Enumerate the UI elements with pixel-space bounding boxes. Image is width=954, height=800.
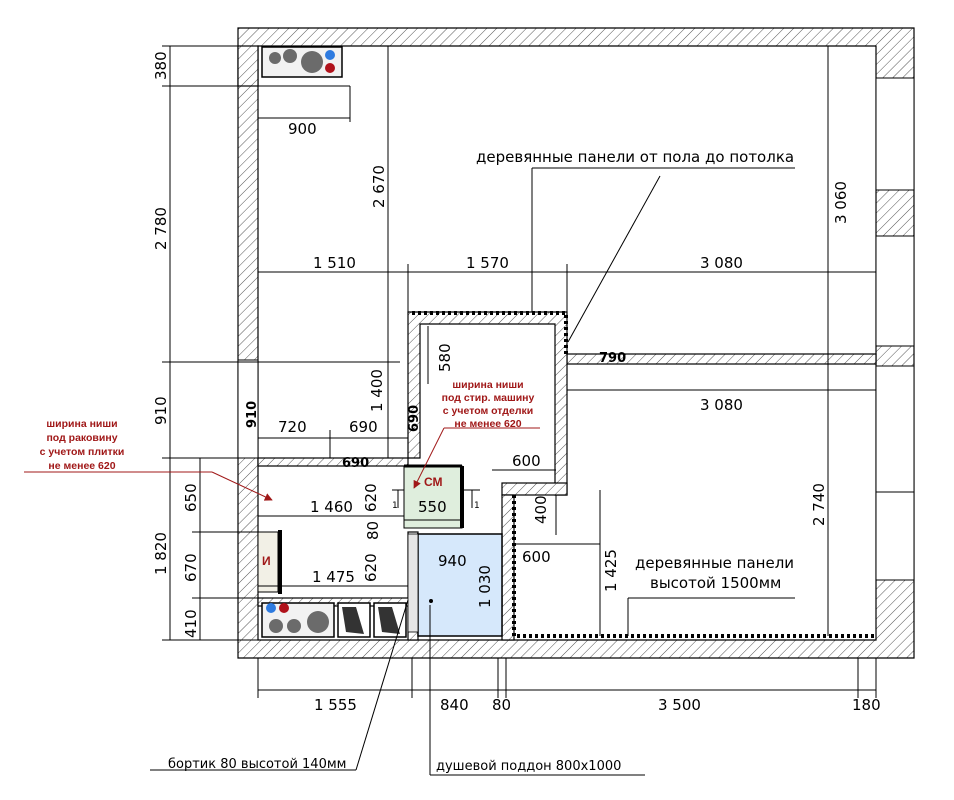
dim-910: 910 bbox=[152, 396, 170, 425]
burner bbox=[269, 619, 283, 633]
label-wood-1500-line1: деревянные панели bbox=[635, 554, 794, 572]
label-wood-1500-line2: высотой 1500мм bbox=[650, 574, 781, 592]
dim-1820: 1 820 bbox=[152, 532, 170, 575]
bathroom-wall-top bbox=[407, 311, 568, 496]
burner bbox=[287, 619, 301, 633]
right-step bbox=[501, 482, 568, 496]
dim-620-top: 620 bbox=[362, 483, 380, 512]
section-mark-1b: 1 bbox=[474, 501, 480, 511]
dim-620-bot: 620 bbox=[362, 553, 380, 582]
bath-left-horizontal bbox=[257, 457, 409, 467]
burner bbox=[301, 51, 323, 73]
dim-3080-mid: 3 080 bbox=[700, 396, 743, 414]
shower-tray bbox=[417, 533, 503, 637]
burner-red bbox=[279, 603, 289, 613]
dim-80-bottom: 80 bbox=[492, 696, 511, 714]
dim-600-top: 600 bbox=[512, 452, 541, 470]
dim-1030: 1 030 bbox=[476, 565, 494, 608]
dim-1475: 1 475 bbox=[312, 568, 355, 586]
dim-940: 940 bbox=[438, 552, 467, 570]
label-tray: душевой поддон 800х1000 bbox=[436, 759, 621, 774]
washing-machine bbox=[403, 465, 463, 529]
dim-840: 840 bbox=[440, 696, 469, 714]
dim-1460: 1 460 bbox=[310, 498, 353, 516]
dim-580: 580 bbox=[436, 343, 454, 372]
label-border: бортик 80 высотой 140мм bbox=[168, 757, 346, 772]
dimension-lines bbox=[24, 45, 877, 776]
dim-690-bold-h: 690 bbox=[342, 456, 369, 471]
outer-wall bbox=[237, 27, 915, 659]
top-left-wall-block bbox=[237, 45, 259, 87]
sink-label: И bbox=[262, 554, 271, 568]
note-sink-line: с учетом плитки bbox=[40, 446, 125, 458]
dim-1570: 1 570 bbox=[466, 254, 509, 272]
burner bbox=[269, 52, 281, 64]
dim-550: 550 bbox=[418, 498, 447, 516]
walls bbox=[237, 27, 915, 659]
note-sink-niche: ширина ниши под раковину с учетом плитки… bbox=[40, 418, 125, 472]
burner bbox=[283, 49, 297, 63]
annotations: деревянные панели от пола до потолка дер… bbox=[40, 148, 794, 774]
burner-red bbox=[325, 63, 335, 73]
wood-panel-1500-line bbox=[512, 495, 876, 638]
dim-1400: 1 400 bbox=[368, 369, 386, 412]
fixtures: И СМ 1 1 bbox=[257, 46, 876, 638]
dim-1425: 1 425 bbox=[602, 549, 620, 592]
dim-690-bold-v: 690 bbox=[407, 405, 422, 432]
dim-910-bold: 910 bbox=[245, 401, 260, 428]
wm-label: СМ bbox=[424, 475, 443, 489]
dim-650: 650 bbox=[182, 483, 200, 512]
note-sink-line: ширина ниши bbox=[46, 418, 117, 430]
dim-380: 380 bbox=[152, 51, 170, 80]
dim-80-v: 80 bbox=[364, 521, 382, 540]
dim-2670: 2 670 bbox=[370, 165, 388, 208]
corner-unit-1-shape bbox=[342, 607, 364, 634]
dim-720: 720 bbox=[278, 418, 307, 436]
wood-panel-full-line bbox=[412, 311, 568, 355]
border-80 bbox=[407, 533, 419, 633]
section-mark-1a: 1 bbox=[392, 501, 398, 511]
dimension-text: 380 2 780 910 1 820 650 670 410 900 2 67… bbox=[152, 51, 881, 714]
note-wm-line: под стир. машину bbox=[442, 392, 535, 404]
dim-410: 410 bbox=[182, 609, 200, 638]
dim-3080-top: 3 080 bbox=[700, 254, 743, 272]
dim-690: 690 bbox=[349, 418, 378, 436]
note-wm-line: ширина ниши bbox=[452, 379, 523, 391]
dim-2780: 2 780 bbox=[152, 207, 170, 250]
dim-1510: 1 510 bbox=[313, 254, 356, 272]
corner-unit-2-shape bbox=[378, 607, 400, 634]
note-wm-line: с учетом отделки bbox=[443, 405, 533, 417]
dim-900: 900 bbox=[288, 120, 317, 138]
note-sink-line: не менее 620 bbox=[48, 460, 115, 472]
dim-400: 400 bbox=[532, 495, 550, 524]
dim-3060: 3 060 bbox=[832, 181, 850, 224]
dim-790: 790 bbox=[599, 351, 626, 366]
dim-2740: 2 740 bbox=[810, 483, 828, 526]
note-sink-line: под раковину bbox=[46, 432, 117, 444]
burner-blue bbox=[266, 603, 276, 613]
dim-180: 180 bbox=[852, 696, 881, 714]
note-wm-line: не менее 620 bbox=[454, 418, 521, 430]
dim-3500: 3 500 bbox=[658, 696, 701, 714]
label-wood-full: деревянные панели от пола до потолка bbox=[476, 148, 794, 166]
dim-1555: 1 555 bbox=[314, 696, 357, 714]
note-wm-niche: ширина ниши под стир. машину с учетом от… bbox=[442, 379, 535, 430]
burner bbox=[307, 611, 329, 633]
dim-600-bot: 600 bbox=[522, 548, 551, 566]
burner-blue bbox=[325, 50, 335, 60]
dim-670: 670 bbox=[182, 553, 200, 582]
